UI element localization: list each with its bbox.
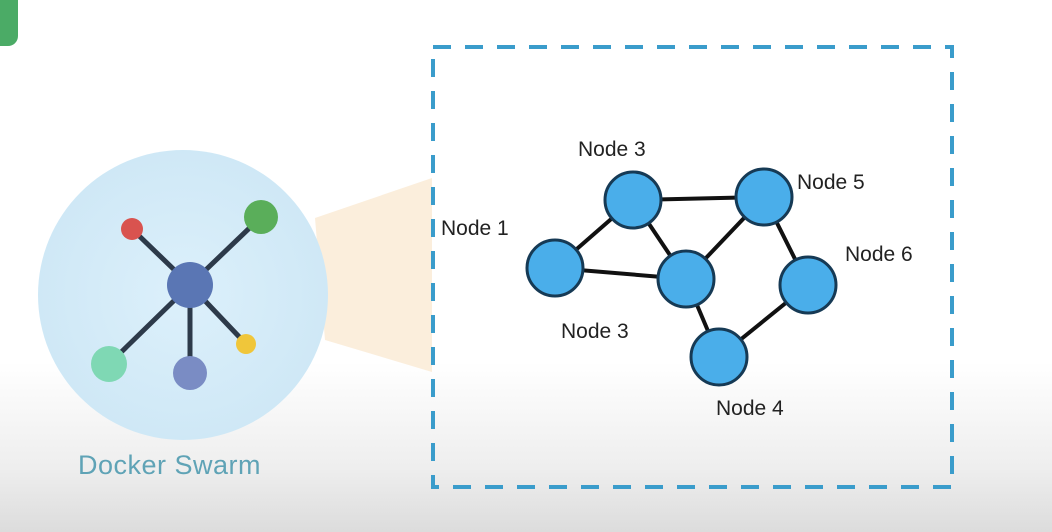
- node-label-n1: Node 1: [441, 217, 509, 240]
- node-label-n6: Node 6: [845, 243, 913, 266]
- network-node-n4: [689, 327, 749, 387]
- swarm-node-teal: [91, 346, 127, 382]
- network-node-n3a: [603, 170, 663, 230]
- network-node-n3b: [656, 249, 716, 309]
- docker-swarm-network-icon: [38, 150, 328, 440]
- node-label-n3b: Node 3: [561, 320, 629, 343]
- network-node-n5: [734, 167, 794, 227]
- swarm-node-green: [244, 200, 278, 234]
- node-label-n5: Node 5: [797, 171, 865, 194]
- swarm-node-red: [121, 218, 143, 240]
- swarm-hub: [167, 262, 213, 308]
- node-label-n3a: Node 3: [578, 138, 646, 161]
- swarm-node-yellow: [236, 334, 256, 354]
- network-node-n6: [778, 255, 838, 315]
- swarm-label: Docker Swarm: [78, 450, 262, 480]
- swarm-node-purple: [173, 356, 207, 390]
- node-label-n4: Node 4: [716, 397, 784, 420]
- zoom-frame: [431, 45, 954, 489]
- corner-tab: [0, 0, 18, 46]
- network-node-n1: [525, 238, 585, 298]
- zoom-beam: [315, 178, 432, 372]
- network-nodes: [525, 167, 838, 387]
